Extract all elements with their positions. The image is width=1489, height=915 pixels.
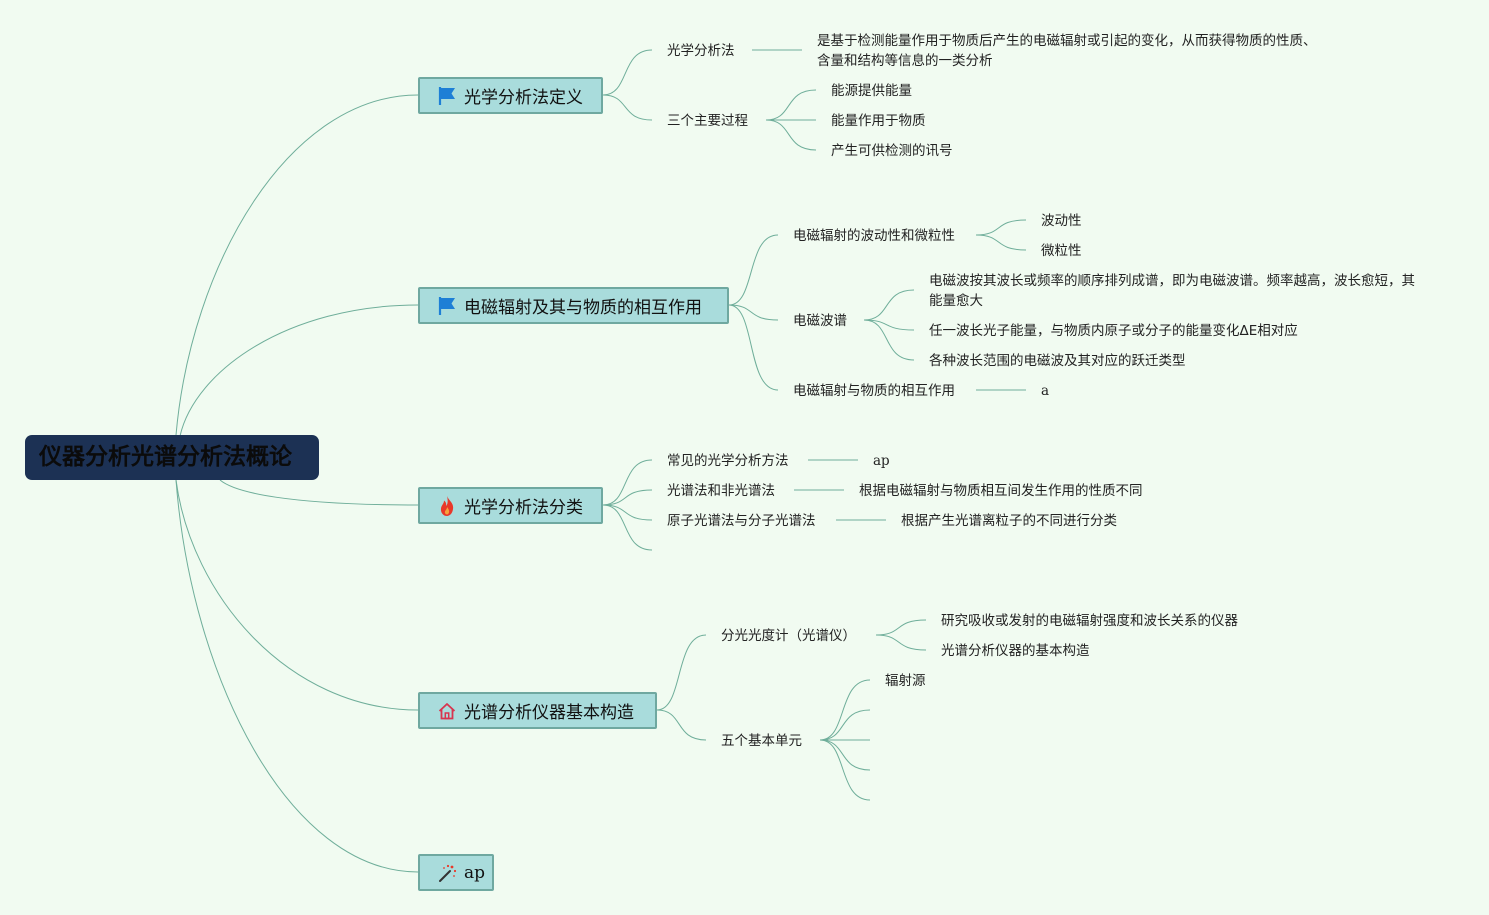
- b3-link: [656, 634, 707, 711]
- node-ap-text[interactable]: ap: [873, 453, 890, 469]
- node-basic-structure[interactable]: 光谱分析仪器的基本构造: [941, 643, 1090, 659]
- home-icon: [436, 700, 458, 722]
- node-definition-text[interactable]: 是基于检测能量作用于物质后产生的电磁辐射或引起的变化，从而获得物质的性质、含量和…: [817, 33, 1317, 69]
- root-link: [175, 479, 419, 873]
- b3-sub-link: [875, 634, 927, 651]
- b1-sub-link: [863, 319, 915, 361]
- b1-sub-link: [975, 234, 1027, 251]
- branch-optical-analysis-classification[interactable]: 光学分析法分类: [418, 487, 603, 524]
- root-link: [179, 304, 419, 437]
- node-spectrum-definition[interactable]: 电磁波按其波长或频率的顺序排列成谱，即为电磁波谱。频率越高，波长愈短，其能量愈大: [929, 273, 1415, 309]
- node-energy-source[interactable]: 能源提供能量: [831, 83, 912, 99]
- b0-link: [602, 94, 653, 121]
- node-particle-nature[interactable]: 微粒性: [1041, 243, 1082, 259]
- node-em-spectrum[interactable]: 电磁波谱: [793, 313, 847, 329]
- magic-wand-icon: [436, 862, 458, 884]
- node-particle-classification[interactable]: 根据产生光谱离粒子的不同进行分类: [901, 513, 1117, 529]
- flag-icon: [436, 295, 458, 317]
- branch-instrument-structure[interactable]: 光谱分析仪器基本构造: [418, 692, 657, 729]
- b2-link: [602, 504, 653, 521]
- root-link: [175, 479, 419, 711]
- flag-icon: [436, 85, 458, 107]
- b0-sub-link: [765, 119, 817, 151]
- node-radiation-source[interactable]: 辐射源: [885, 673, 926, 689]
- b1-sub-link: [863, 289, 915, 321]
- node-detectable-signal[interactable]: 产生可供检测的讯号: [831, 143, 953, 159]
- node-wave-nature[interactable]: 波动性: [1041, 213, 1082, 229]
- b1-link: [728, 304, 779, 391]
- node-optical-analysis[interactable]: 光学分析法: [667, 43, 735, 59]
- branch-optical-analysis-definition[interactable]: 光学分析法定义: [418, 77, 603, 114]
- b3-sub-link: [819, 739, 871, 771]
- branch-label: 光学分析法定义: [464, 88, 583, 108]
- root-topic[interactable]: 仪器分析光谱分析法概论: [25, 435, 319, 480]
- branch-label: 光谱分析仪器基本构造: [464, 703, 634, 723]
- b3-sub-link: [819, 739, 871, 801]
- b1-sub-link: [863, 319, 915, 331]
- branch-label: ap: [464, 862, 486, 883]
- branch-label: 电磁辐射及其与物质的相互作用: [464, 298, 702, 318]
- b1-sub-link: [975, 219, 1027, 236]
- node-spectrophotometer[interactable]: 分光光度计（光谱仪）: [721, 628, 856, 644]
- b3-sub-link: [819, 679, 871, 741]
- b1-link: [728, 234, 779, 306]
- branch-ap[interactable]: ap: [418, 854, 494, 891]
- node-five-units[interactable]: 五个基本单元: [721, 733, 802, 749]
- node-spectral-nonspectral[interactable]: 光谱法和非光谱法: [667, 483, 775, 499]
- branch-em-radiation-interaction[interactable]: 电磁辐射及其与物质的相互作用: [418, 287, 729, 324]
- root-link: [175, 94, 419, 436]
- node-wave-particle[interactable]: 电磁辐射的波动性和微粒性: [793, 228, 955, 244]
- node-interaction-nature[interactable]: 根据电磁辐射与物质相互间发生作用的性质不同: [859, 483, 1143, 499]
- b2-link: [602, 489, 653, 506]
- node-energy-on-matter[interactable]: 能量作用于物质: [831, 113, 926, 129]
- node-atomic-molecular[interactable]: 原子光谱法与分子光谱法: [667, 513, 816, 529]
- node-common-methods[interactable]: 常见的光学分析方法: [667, 453, 789, 469]
- b1-link: [728, 304, 779, 321]
- b3-sub-link: [819, 709, 871, 741]
- b3-link: [656, 709, 707, 741]
- b2-link: [602, 459, 653, 506]
- node-three-processes[interactable]: 三个主要过程: [667, 113, 748, 129]
- node-instrument-definition[interactable]: 研究吸收或发射的电磁辐射强度和波长关系的仪器: [941, 613, 1238, 629]
- node-radiation-matter-interaction[interactable]: 电磁辐射与物质的相互作用: [793, 383, 955, 399]
- b0-sub-link: [765, 89, 817, 121]
- b2-link: [602, 504, 653, 551]
- node-a[interactable]: a: [1041, 383, 1050, 399]
- node-transition-types[interactable]: 各种波长范围的电磁波及其对应的跃迁类型: [929, 353, 1186, 369]
- b3-sub-link: [875, 619, 927, 636]
- b0-link: [602, 49, 653, 96]
- root-link: [219, 479, 419, 506]
- branch-label: 光学分析法分类: [464, 498, 583, 518]
- node-photon-energy[interactable]: 任一波长光子能量，与物质内原子或分子的能量变化ΔE相对应: [929, 323, 1298, 339]
- fire-icon: [436, 495, 458, 517]
